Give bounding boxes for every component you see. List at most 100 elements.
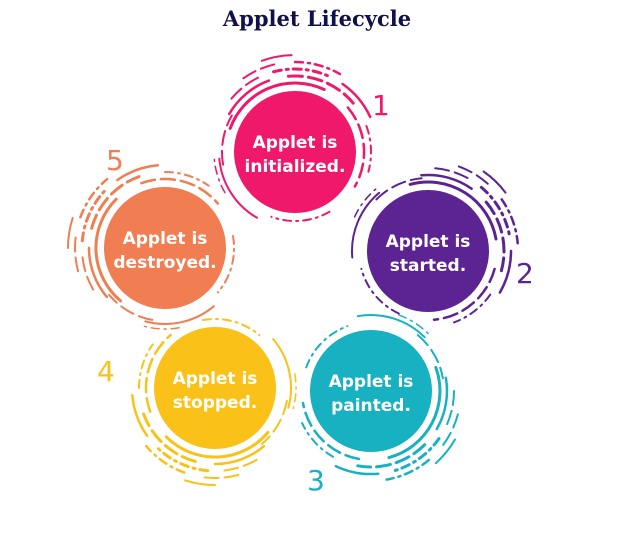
stage-initialized-number: 1 — [372, 89, 390, 122]
stage-destroyed-label-line2: destroyed. — [113, 253, 216, 273]
stage-destroyed: Applet is destroyed. 5 — [66, 144, 236, 330]
swirl-stroke — [346, 106, 366, 188]
swirl-stroke — [387, 365, 442, 460]
swirl-stroke — [375, 177, 423, 201]
swirl-stroke — [397, 314, 430, 335]
swirl-stroke — [108, 293, 154, 321]
stage-painted-number: 3 — [307, 464, 325, 497]
stage-stopped-swirl — [131, 317, 297, 487]
swirl-stroke — [457, 165, 490, 186]
swirl-stroke — [131, 393, 149, 437]
swirl-stroke — [260, 54, 293, 62]
stage-started-swirl — [351, 165, 519, 324]
swirl-stroke — [408, 180, 498, 241]
swirl-stroke — [432, 267, 496, 321]
swirl-stroke — [220, 114, 233, 166]
swirl-stroke — [74, 236, 80, 273]
stage-started-label-line1: Applet is — [386, 232, 471, 252]
swirl-stroke — [140, 177, 220, 205]
stage-initialized-label-line1: Applet is — [253, 133, 338, 153]
swirl-stroke — [154, 445, 210, 473]
stage-started-number: 2 — [516, 257, 534, 290]
swirl-stroke — [143, 325, 180, 330]
swirl-stroke — [434, 438, 456, 465]
stage-initialized: Applet is initialized. 1 — [213, 54, 390, 222]
swirl-stroke — [66, 217, 74, 249]
swirl-stroke — [351, 191, 381, 259]
stage-painted: Applet is painted. 3 — [301, 314, 459, 497]
stage-destroyed-circle — [104, 187, 226, 309]
swirl-stroke — [79, 177, 109, 219]
swirl-stroke — [341, 82, 372, 119]
swirl-stroke — [500, 198, 519, 245]
swirl-stroke — [90, 175, 141, 230]
swirl-stroke — [420, 173, 473, 190]
swirl-stroke — [242, 63, 276, 80]
swirl-stroke — [365, 125, 372, 173]
stage-destroyed-swirl — [66, 164, 236, 330]
swirl-stroke — [213, 444, 266, 466]
stage-stopped-circle — [154, 327, 276, 449]
swirl-stroke — [94, 197, 123, 303]
swirl-stroke — [305, 325, 349, 369]
swirl-stroke — [445, 390, 455, 428]
swirl-stroke — [218, 157, 258, 219]
swirl-stroke — [391, 437, 441, 473]
stage-initialized-label-line2: initialized. — [245, 157, 346, 177]
swirl-stroke — [228, 81, 326, 130]
swirl-stroke — [137, 343, 154, 389]
stage-initialized-swirl — [213, 54, 372, 222]
swirl-stroke — [213, 158, 226, 194]
diagram-title: Applet Lifecycle — [222, 6, 412, 31]
swirl-stroke — [184, 479, 216, 487]
swirl-stroke — [270, 210, 331, 222]
swirl-stroke — [301, 422, 334, 458]
swirl-stroke — [144, 444, 186, 474]
stage-destroyed-label-line1: Applet is — [123, 229, 208, 249]
stage-started: Applet is started. 2 — [351, 165, 534, 324]
swirl-stroke — [482, 170, 507, 194]
swirl-stroke — [385, 458, 431, 481]
stage-painted-circle — [310, 330, 432, 452]
swirl-stroke — [216, 235, 236, 294]
stage-stopped: Applet is stopped. 4 — [97, 317, 297, 487]
stage-destroyed-number: 5 — [106, 144, 124, 177]
stage-initialized-circle — [234, 91, 356, 213]
swirl-stroke — [292, 373, 297, 410]
stage-started-label-line2: started. — [390, 256, 466, 276]
swirl-stroke — [286, 74, 355, 105]
swirl-stroke — [434, 167, 471, 181]
swirl-stroke — [272, 338, 293, 409]
stage-started-circle — [367, 190, 489, 312]
swirl-stroke — [441, 413, 459, 447]
swirl-stroke — [164, 170, 210, 187]
swirl-stroke — [353, 188, 377, 218]
swirl-stroke — [479, 185, 512, 239]
swirl-stroke — [227, 79, 271, 116]
swirl-stroke — [272, 67, 332, 79]
swirl-stroke — [116, 164, 160, 182]
swirl-stroke — [356, 314, 426, 339]
stage-stopped-number: 4 — [97, 355, 115, 388]
stage-painted-label-line2: painted. — [331, 396, 411, 416]
swirl-stroke — [203, 473, 240, 479]
stage-painted-swirl — [301, 314, 459, 481]
swirl-stroke — [484, 200, 506, 273]
swirl-stroke — [498, 249, 513, 294]
swirl-stroke — [230, 75, 261, 100]
swirl-stroke — [453, 293, 492, 324]
stage-stopped-label-line2: stopped. — [173, 393, 257, 413]
swirl-stroke — [293, 60, 342, 76]
stage-painted-label-line1: Applet is — [329, 372, 414, 392]
swirl-stroke — [416, 334, 444, 380]
swirl-stroke — [435, 376, 449, 431]
swirl-stroke — [144, 305, 215, 326]
stage-stopped-label-line1: Applet is — [173, 369, 258, 389]
swirl-stroke — [356, 443, 427, 469]
swirl-stroke — [81, 254, 95, 291]
swirl-stroke — [301, 401, 361, 461]
swirl-stroke — [334, 464, 380, 476]
swirl-stroke — [221, 458, 258, 472]
swirl-stroke — [202, 317, 261, 337]
